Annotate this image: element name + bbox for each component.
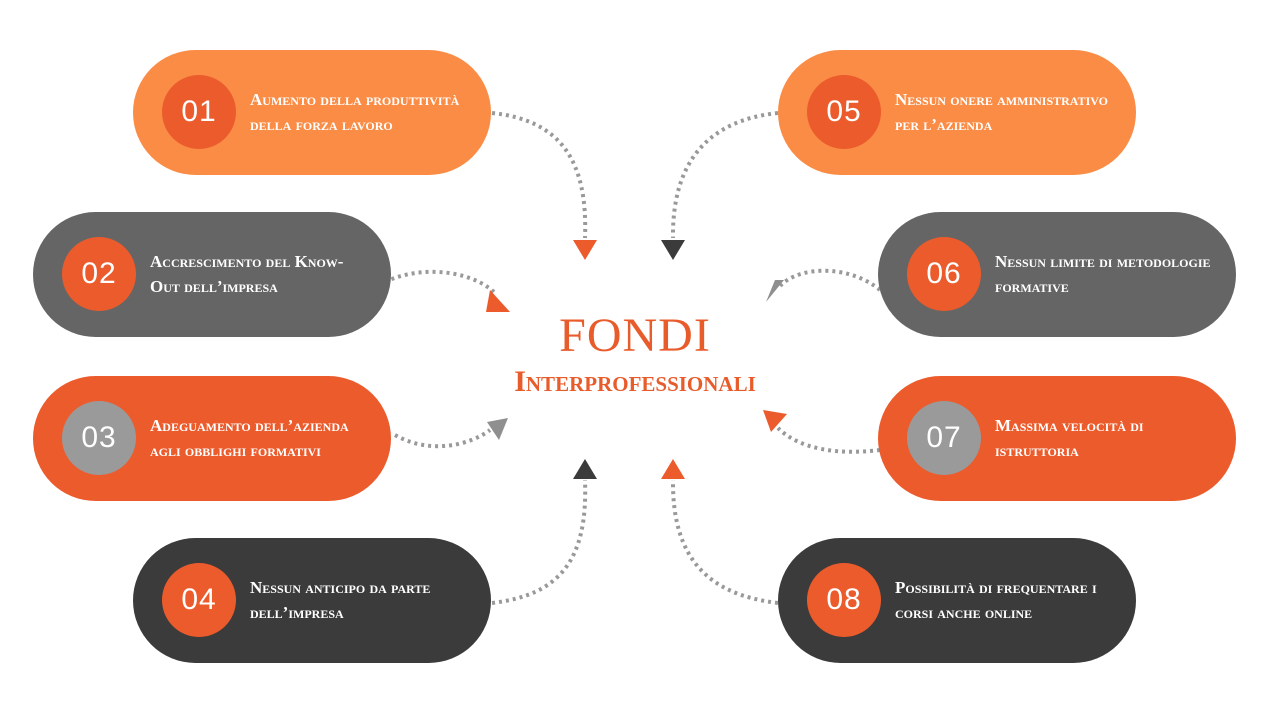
number-badge: 08 xyxy=(807,563,881,637)
arrowhead-08 xyxy=(661,459,685,479)
arrowhead-06 xyxy=(766,280,784,302)
connector-07 xyxy=(776,426,881,454)
connector-08 xyxy=(670,479,779,605)
connector-05 xyxy=(670,111,779,239)
arrowhead-03 xyxy=(487,418,508,440)
title-interprofessionali: Interprofessionali xyxy=(514,365,756,398)
item-text: Nessun limite di metodologie formative xyxy=(995,252,1211,296)
title-fondi: FONDI xyxy=(559,309,711,362)
arrowhead-01 xyxy=(573,240,597,260)
item-text: Possibilità di frequentare i corsi anche… xyxy=(895,578,1097,622)
number-badge: 04 xyxy=(162,563,236,637)
connector-02 xyxy=(384,269,496,294)
number-badge: 07 xyxy=(907,401,981,475)
arrowhead-05 xyxy=(661,240,685,260)
item-text: Nessun onere amministrativo per l’aziend… xyxy=(895,90,1109,134)
connector-06 xyxy=(778,268,882,292)
item-02: 02 Accrescimento del Know-Out dell’impre… xyxy=(33,212,391,337)
number-badge: 01 xyxy=(162,75,236,149)
connector-04 xyxy=(491,479,588,605)
item-04: 04 Nessun anticipo da parte dell’impresa xyxy=(133,538,491,663)
arrowhead-07 xyxy=(763,410,787,432)
number-badge: 03 xyxy=(62,401,136,475)
number-badge: 02 xyxy=(62,237,136,311)
item-text: Aumento della produttività della forza l… xyxy=(250,90,460,134)
item-03: 03 Adeguamento dell’azienda agli obbligh… xyxy=(33,376,391,501)
item-05: 05 Nessun onere amministrativo per l’azi… xyxy=(778,50,1136,175)
item-01: 01 Aumento della produttività della forz… xyxy=(133,50,491,175)
item-text: Massima velocità di istruttoria xyxy=(995,416,1144,460)
connector-03 xyxy=(394,428,492,449)
item-07: 07 Massima velocità di istruttoria xyxy=(878,376,1236,501)
item-06: 06 Nessun limite di metodologie formativ… xyxy=(878,212,1236,337)
arrowhead-04 xyxy=(573,459,597,479)
item-text: Adeguamento dell’azienda agli obblighi f… xyxy=(150,416,349,460)
item-08: 08 Possibilità di frequentare i corsi an… xyxy=(778,538,1136,663)
item-text: Nessun anticipo da parte dell’impresa xyxy=(250,578,431,622)
number-badge: 05 xyxy=(807,75,881,149)
arrowhead-02 xyxy=(486,290,510,312)
connector-01 xyxy=(491,111,588,239)
number-badge: 06 xyxy=(907,237,981,311)
item-text: Accrescimento del Know-Out dell’impresa xyxy=(150,252,344,296)
